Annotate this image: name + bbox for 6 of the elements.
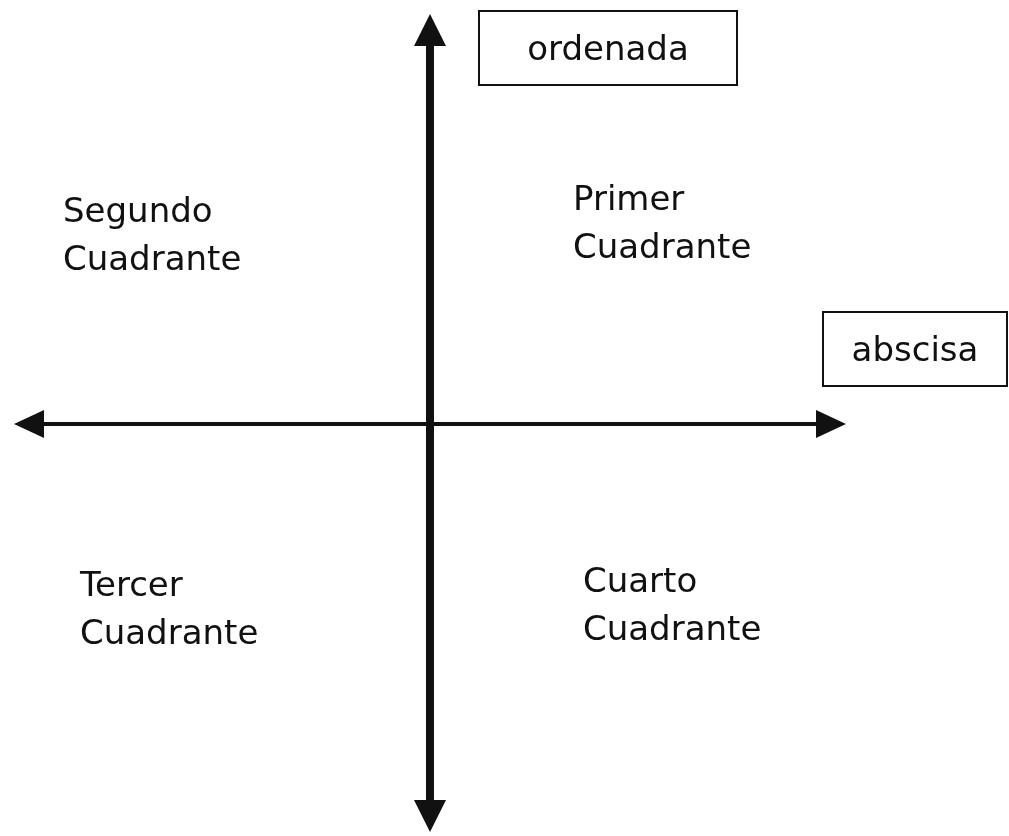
quadrant-label: Segundo Cuadrante xyxy=(63,189,243,280)
quadrant-label: Tercer Cuadrante xyxy=(80,563,260,654)
axis-label-box: ordenada xyxy=(478,10,738,86)
quadrant-label: Primer Cuadrante xyxy=(573,177,753,268)
quadrant-label: Cuarto Cuadrante xyxy=(583,559,763,650)
axis-label-box: abscisa xyxy=(822,311,1008,387)
